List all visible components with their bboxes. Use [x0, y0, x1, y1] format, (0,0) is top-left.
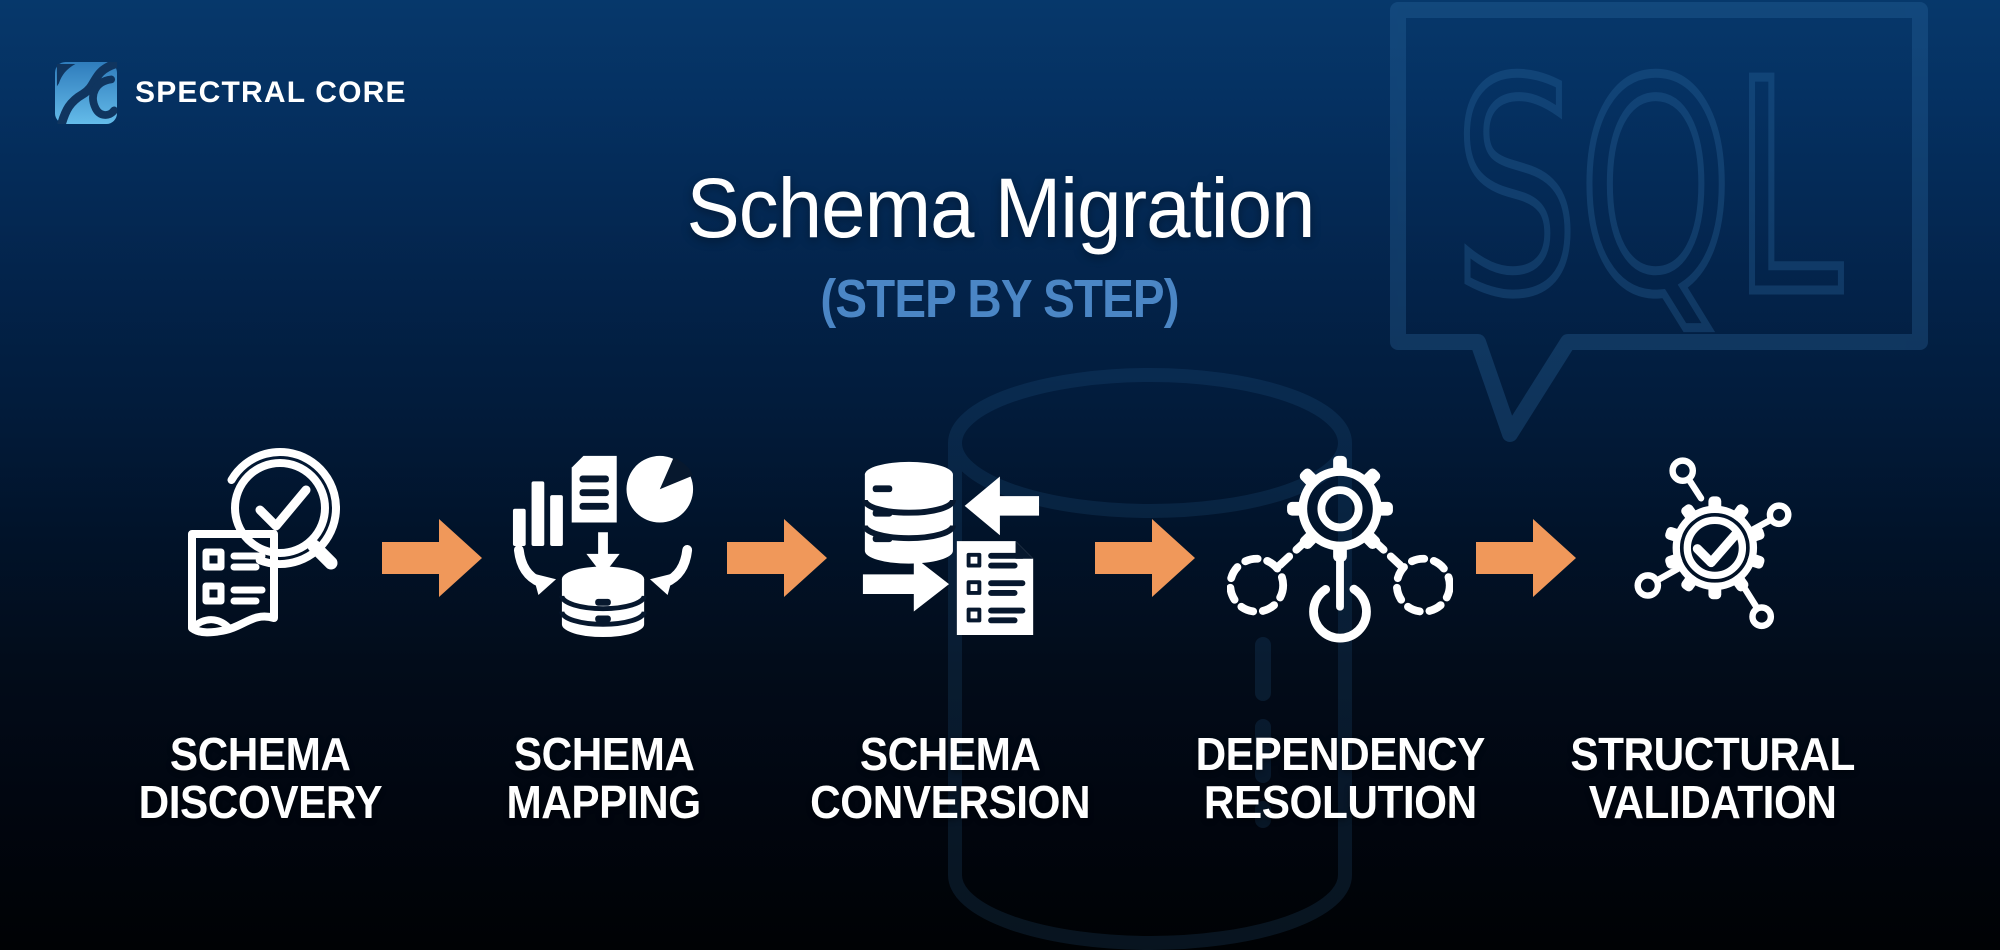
magnifier-check-document-icon [188, 447, 340, 636]
flow-arrow-icon [382, 519, 482, 597]
step-1-label: SCHEMA DISCOVERY [95, 730, 425, 826]
step-4-label-line1: DEPENDENCY [1195, 728, 1485, 780]
database-checklist-exchange-icon [861, 461, 1040, 635]
flow-arrow-icon [1095, 519, 1195, 597]
brand: SPECTRAL CORE [55, 62, 407, 124]
step-schema-conversion: SCHEMA CONVERSION [785, 443, 1115, 826]
brand-name: SPECTRAL CORE [135, 76, 407, 109]
step-1-label-line1: SCHEMA [169, 728, 351, 780]
step-schema-mapping: SCHEMA MAPPING [439, 443, 769, 826]
flow-arrow-icon [1476, 519, 1576, 597]
page-subtitle-text: (STEP BY STEP) [820, 269, 1180, 329]
step-2-label: SCHEMA MAPPING [439, 730, 769, 826]
step-5-label-line2: VALIDATION [1589, 776, 1837, 828]
step-4-icon-wrap [1175, 443, 1505, 648]
step-3-label-line1: SCHEMA [859, 728, 1041, 780]
step-3-icon-wrap [785, 443, 1115, 648]
step-1-icon-wrap [95, 443, 425, 648]
step-3-label: SCHEMA CONVERSION [785, 730, 1115, 826]
page-title-text: Schema Migration [686, 161, 1315, 255]
step-4-label-line2: RESOLUTION [1203, 776, 1477, 828]
step-2-label-line2: MAPPING [506, 776, 702, 828]
step-2-label-line1: SCHEMA [513, 728, 695, 780]
step-1-label-line2: DISCOVERY [138, 776, 382, 828]
page-title: Schema Migration [0, 160, 2000, 257]
step-dependency-resolution: DEPENDENCY RESOLUTION [1175, 443, 1505, 826]
step-2-icon-wrap [439, 443, 769, 648]
step-structural-validation: STRUCTURAL VALIDATION [1548, 443, 1878, 826]
page-subtitle: (STEP BY STEP) [0, 268, 2000, 330]
step-3-label-line2: CONVERSION [810, 776, 1090, 828]
gear-linked-nodes-icon [1227, 455, 1453, 643]
data-sources-to-database-icon [512, 455, 694, 637]
step-5-icon-wrap [1548, 443, 1878, 648]
flow-arrow-icon [727, 519, 827, 597]
step-5-label: STRUCTURAL VALIDATION [1548, 730, 1878, 826]
step-5-label-line1: STRUCTURAL [1570, 728, 1856, 780]
gear-check-network-icon [1634, 456, 1792, 629]
spectral-core-logo-icon [55, 62, 117, 124]
step-4-label: DEPENDENCY RESOLUTION [1175, 730, 1505, 826]
step-schema-discovery: SCHEMA DISCOVERY [95, 443, 425, 826]
